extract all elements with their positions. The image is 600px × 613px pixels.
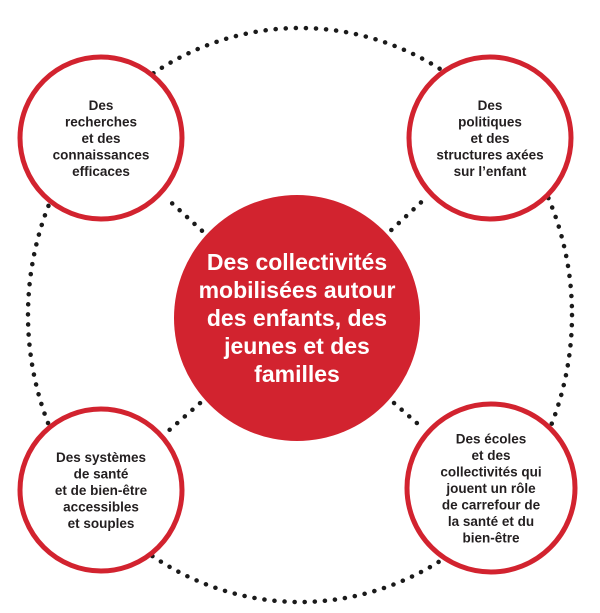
node-label-line: jouent un rôle [445,481,536,496]
node-label-line: accessibles [63,500,139,515]
node-label-line: efficaces [72,164,130,179]
node-label-line: Des systèmes [56,450,146,465]
spoke-connectors [162,194,429,435]
center-circle [174,195,420,441]
node-circle-bottom-right [404,401,578,575]
center-label-line: mobilisées autour [199,277,396,303]
node-label-line: et des [471,448,510,463]
center-label-line: des enfants, des [207,305,387,331]
node-label-line: et de bien-être [55,483,148,498]
node-label-line: sur l’enfant [454,164,527,179]
node-label-line: recherches [65,115,137,130]
node-label-line: et souples [68,516,135,531]
node-label-line: collectivités qui [440,465,541,480]
spoke-bottom-right [391,400,426,431]
center-label-line: jeunes et des [223,333,370,359]
node-label-line: connaissances [53,148,150,163]
spoke-top-left [162,194,205,233]
center-label-line: Des collectivités [207,249,387,275]
node-label-line: politiques [458,115,522,130]
center-label-line: familles [254,361,340,387]
node-label-line: Des écoles [456,432,527,447]
node-label-line: Des [89,98,114,113]
node-label-line: et des [470,131,509,146]
node-circle-top-right [406,54,574,222]
spoke-bottom-left [164,400,203,435]
spoke-top-right [389,195,429,233]
node-label-line: de carrefour de [442,498,541,513]
node-label-line: structures axées [436,148,543,163]
node-circle-bottom-left [17,406,185,574]
outer-dotted-ring [25,25,575,605]
node-label-line: de santé [74,467,129,482]
node-label-line: et des [81,131,120,146]
node-label-line: bien-être [462,531,520,546]
node-label-line: Des [478,98,503,113]
node-label-line: la santé et du [448,514,534,529]
node-circle-top-left [17,54,185,222]
